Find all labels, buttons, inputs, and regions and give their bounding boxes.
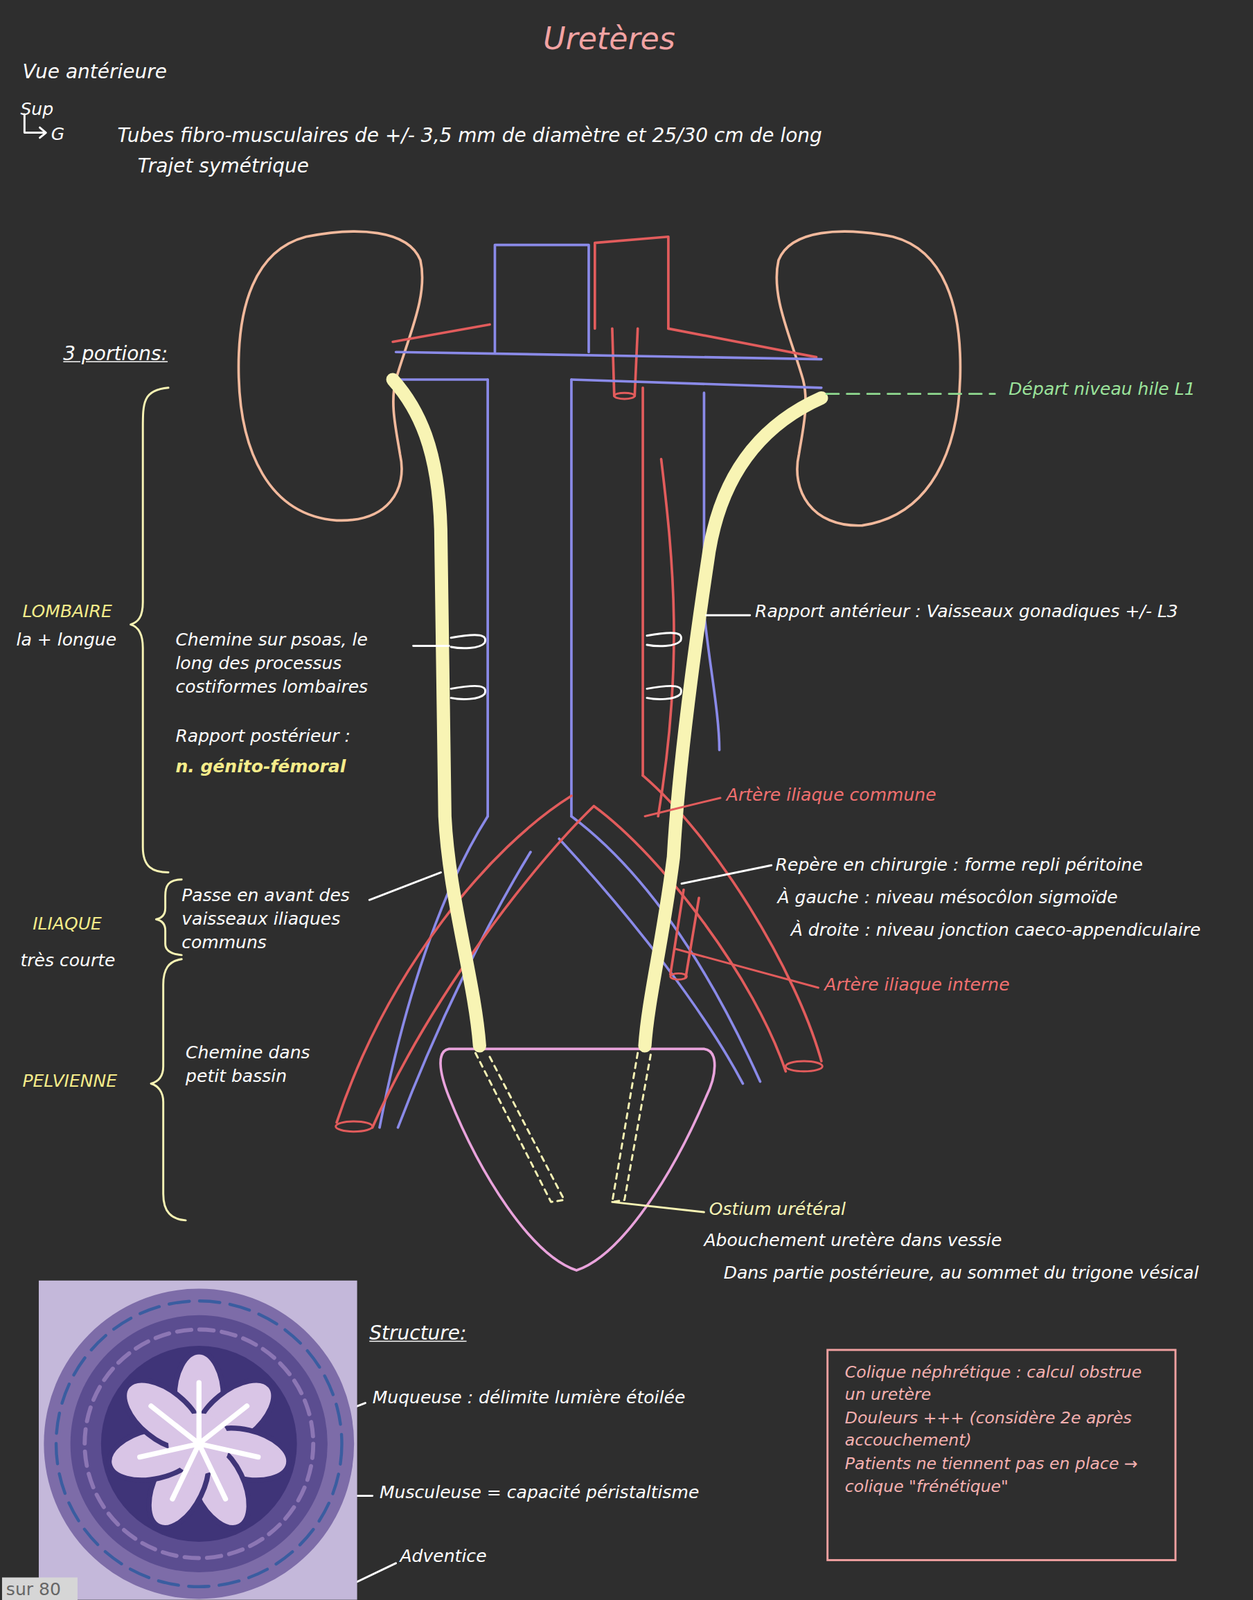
histology-muscularis bbox=[70, 1315, 328, 1573]
annotation-text: À droite : niveau jonction caeco-appendi… bbox=[791, 918, 1251, 943]
histology-lumen bbox=[139, 1382, 259, 1499]
histology-adventitia bbox=[43, 1289, 354, 1600]
annotation-text: Repère en chirurgie : forme repli périto… bbox=[775, 853, 1246, 877]
diagram-title: Uretères bbox=[543, 18, 676, 61]
annotation-text: Musculeuse = capacité péristaltisme bbox=[379, 1480, 809, 1505]
histology-texture bbox=[84, 1329, 314, 1558]
portion-brace bbox=[150, 959, 186, 1221]
annotation-text: Passe en avant des vaisseaux iliaques co… bbox=[181, 883, 396, 954]
annotation-text: n. génito-fémoral bbox=[175, 754, 411, 779]
annotation-text: Vue antérieure bbox=[22, 58, 329, 86]
annotation-text: Muqueuse : délimite lumière étoilée bbox=[372, 1385, 802, 1410]
annotation-text: très courte bbox=[20, 948, 154, 973]
annotation-text: sur 80 bbox=[2, 1577, 78, 1600]
histology-mucosa bbox=[103, 1352, 294, 1537]
annotation-text: Artère iliaque commune bbox=[726, 783, 1053, 807]
annotation-text: Chemine sur psoas, le long des processus… bbox=[175, 628, 408, 699]
vessel-cap bbox=[785, 1061, 823, 1072]
common-iliac-artery bbox=[336, 775, 822, 1128]
annotation-text: À gauche : niveau mésocôlon sigmoïde bbox=[777, 885, 1238, 910]
leader-line bbox=[826, 392, 995, 395]
histology-texture bbox=[56, 1300, 342, 1587]
annotation-text: Adventice bbox=[399, 1544, 604, 1569]
note-box: Colique néphrétique : calcul obstrue un … bbox=[826, 1348, 1177, 1561]
annotation-text: Dans partie postérieure, au sommet du tr… bbox=[696, 1261, 1227, 1285]
annotation-text: Structure: bbox=[369, 1320, 574, 1347]
ureter bbox=[644, 398, 822, 1046]
annotation-text: Rapport antérieur : Vaisseaux gonadiques… bbox=[754, 599, 1194, 624]
annotation-text: Ostium urétéral bbox=[709, 1197, 1016, 1222]
internal-iliac-artery bbox=[670, 890, 699, 979]
annotation-text: Tubes fibro-musculaires de +/- 3,5 mm de… bbox=[117, 122, 974, 149]
annotation-text: PELVIENNE bbox=[22, 1069, 156, 1093]
annotation-text: Artère iliaque interne bbox=[824, 973, 1151, 997]
portion-brace bbox=[130, 387, 170, 873]
annotation-text: G bbox=[51, 122, 82, 147]
annotation-text: la + longue bbox=[16, 628, 150, 652]
histology-background bbox=[38, 1280, 358, 1600]
renal-vein bbox=[396, 351, 822, 388]
annotation-text: 3 portions: bbox=[63, 340, 268, 368]
histology-section bbox=[38, 1280, 358, 1600]
annotation-text: Abouchement uretère dans vessie bbox=[703, 1228, 1112, 1253]
annotation-text: ILIAQUE bbox=[32, 912, 145, 936]
annotation-text: Trajet symétrique bbox=[137, 153, 444, 180]
kidney-outline bbox=[776, 231, 961, 526]
inferior-vena-cava bbox=[487, 245, 589, 817]
annotation-text: Rapport postérieur : bbox=[175, 724, 411, 749]
iliac-vein bbox=[379, 816, 760, 1128]
leader-line bbox=[612, 1201, 705, 1213]
annotation-text: LOMBAIRE bbox=[22, 599, 145, 624]
vessel-cap bbox=[670, 973, 688, 980]
note-text: Patients ne tiennent pas en place → coli… bbox=[845, 1452, 1159, 1499]
histology-epithelium bbox=[101, 1345, 298, 1542]
annotation-text: Sup bbox=[20, 97, 82, 122]
portion-brace bbox=[155, 879, 182, 956]
note-text: Douleurs +++ (considère 2e après accouch… bbox=[845, 1406, 1159, 1453]
annotation-text: Chemine dans petit bassin bbox=[185, 1041, 339, 1089]
gonadal-artery bbox=[658, 459, 674, 817]
aorta bbox=[594, 236, 669, 776]
note-text: Colique néphrétique : calcul obstrue un … bbox=[845, 1361, 1159, 1407]
annotation-text: Départ niveau hile L1 bbox=[1005, 377, 1199, 402]
bladder-outline bbox=[440, 1048, 715, 1271]
lumen-star bbox=[139, 1382, 259, 1499]
gonadal-artery-origin bbox=[612, 328, 638, 396]
vessel-cap bbox=[335, 1121, 373, 1132]
psoas-loop bbox=[450, 633, 681, 700]
vessel-cap bbox=[614, 392, 635, 399]
intramural-ureter bbox=[475, 1052, 651, 1202]
ureter bbox=[392, 379, 480, 1046]
